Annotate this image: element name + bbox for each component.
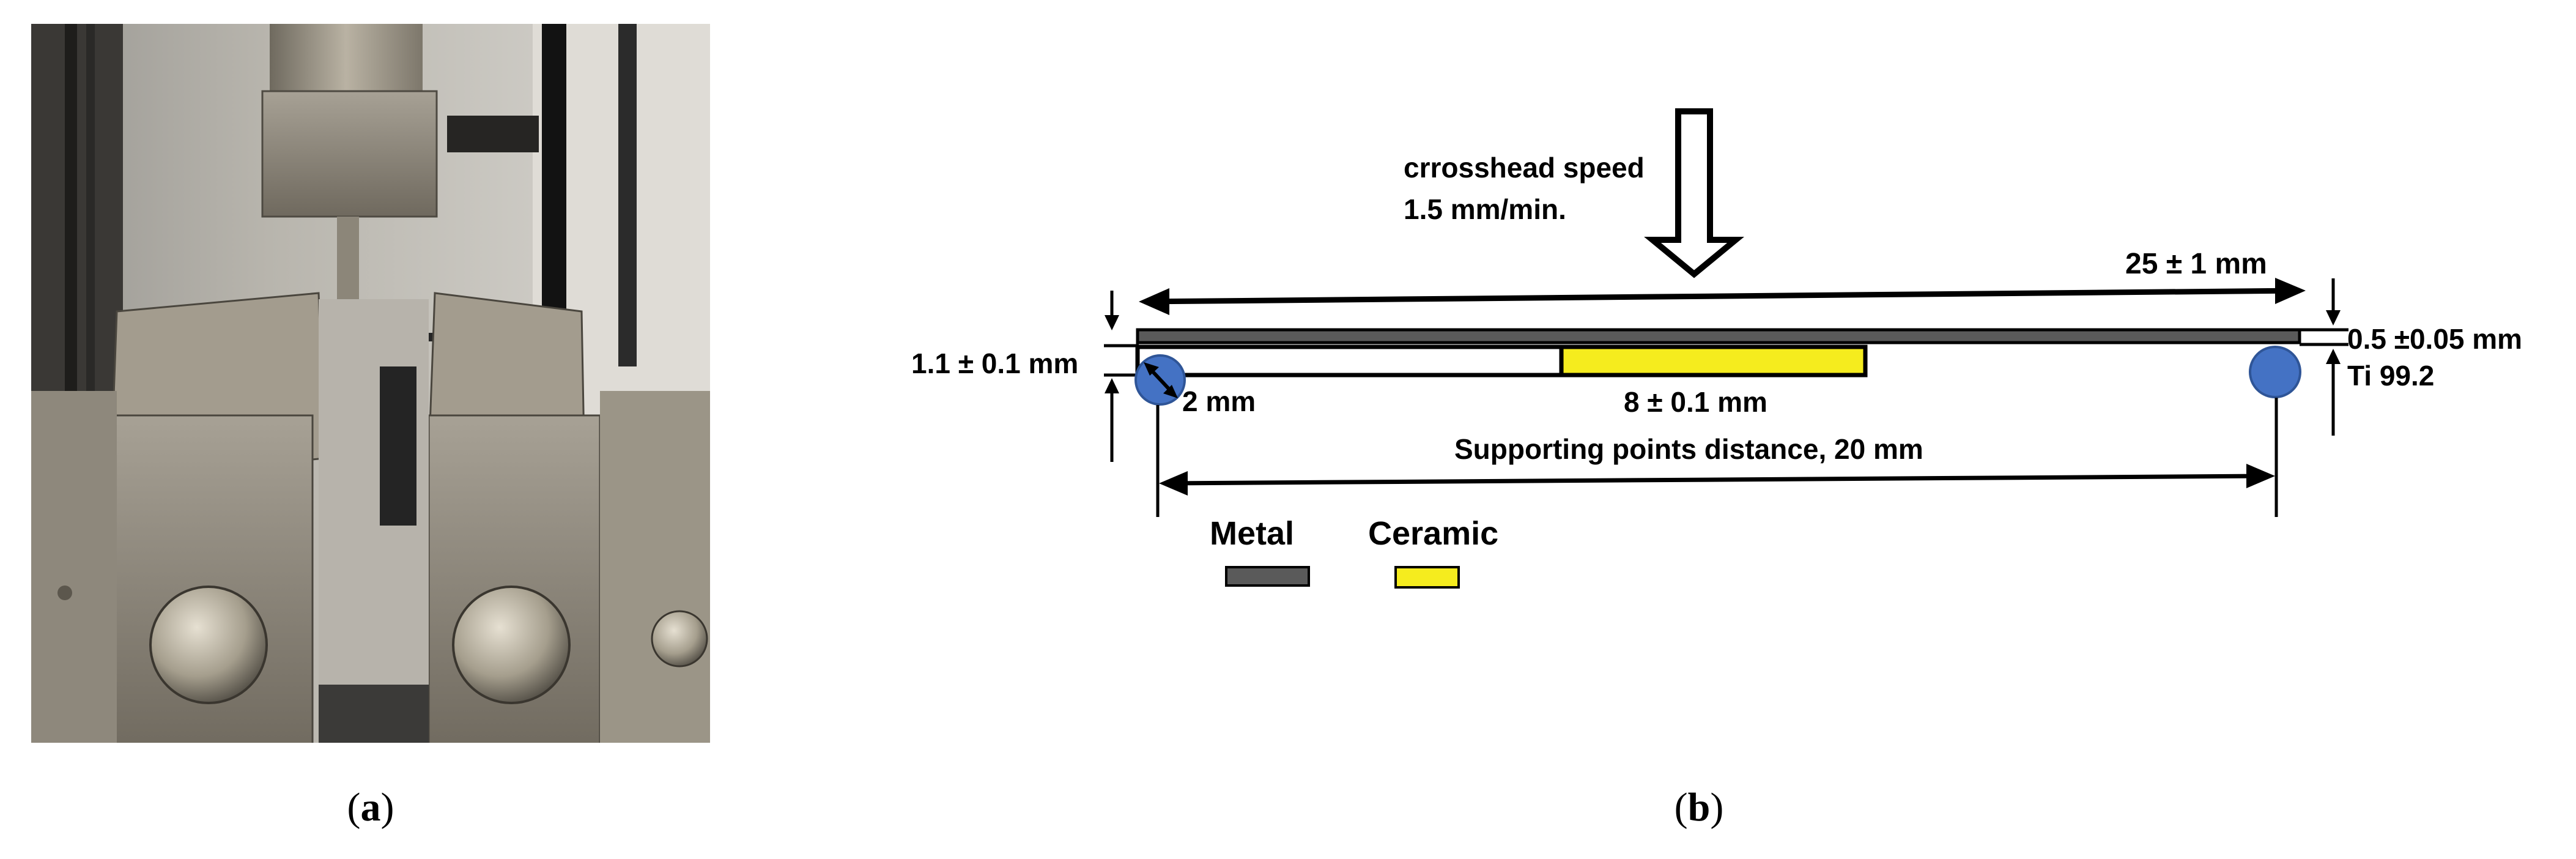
upper-loading-head bbox=[261, 24, 438, 339]
load-label-line2: 1.5 mm/min. bbox=[1404, 193, 1566, 225]
caption-a: (a) bbox=[309, 783, 432, 832]
right-thickness-label: 0.5 ±0.05 mm bbox=[2347, 323, 2522, 355]
roller-label: 2 mm bbox=[1182, 385, 1256, 417]
ceramic-length-label: 8 ± 0.1 mm bbox=[1624, 386, 1767, 418]
left-thickness-label: 1.1 ± 0.1 mm bbox=[911, 348, 1078, 379]
right-thickness-arrowhead-bottom bbox=[2326, 349, 2341, 364]
support-dimension-line bbox=[1163, 474, 2271, 486]
legend-label-metal: Metal bbox=[1210, 515, 1294, 552]
right-roller bbox=[2249, 346, 2301, 398]
length-arrowhead-right bbox=[2275, 278, 2306, 304]
roller-arrowhead-b bbox=[1163, 385, 1178, 398]
caption-b-open: ( bbox=[1674, 785, 1688, 830]
support-outline bbox=[1135, 344, 1564, 377]
legend-swatch-metal bbox=[1225, 566, 1310, 587]
caption-b: (b) bbox=[1638, 783, 1760, 832]
caption-b-letter: b bbox=[1687, 785, 1711, 830]
metal-strip bbox=[1136, 328, 2301, 344]
support-arrowhead-right bbox=[2246, 464, 2275, 488]
legend-label-ceramic: Ceramic bbox=[1368, 515, 1498, 552]
adjustment-knobs bbox=[57, 586, 708, 704]
support-arrowhead-left bbox=[1159, 471, 1188, 496]
length-dimension-line bbox=[1144, 288, 2300, 305]
legend-swatch-ceramic bbox=[1394, 566, 1460, 589]
load-arrow bbox=[1644, 108, 1744, 278]
left-thickness-arrowhead-top bbox=[1105, 315, 1119, 330]
right-thickness-arrowhead-top bbox=[2326, 310, 2341, 325]
support-distance-label: Supporting points distance, 20 mm bbox=[1454, 433, 1923, 465]
caption-a-close: ) bbox=[380, 785, 394, 830]
caption-a-open: ( bbox=[347, 785, 361, 830]
caption-b-close: ) bbox=[1710, 785, 1724, 830]
length-label: 25 ± 1 mm bbox=[2125, 248, 2267, 280]
roller-arrowhead-a bbox=[1144, 362, 1159, 376]
load-label-line1: crrosshead speed bbox=[1404, 152, 1645, 184]
caption-a-letter: a bbox=[360, 785, 381, 830]
length-arrowhead-left bbox=[1139, 288, 1169, 315]
test-fixture-photo bbox=[31, 24, 710, 743]
material-label: Ti 99.2 bbox=[2347, 360, 2434, 392]
left-thickness-arrowhead-bottom bbox=[1105, 378, 1119, 393]
ceramic-layer bbox=[1559, 344, 1868, 377]
